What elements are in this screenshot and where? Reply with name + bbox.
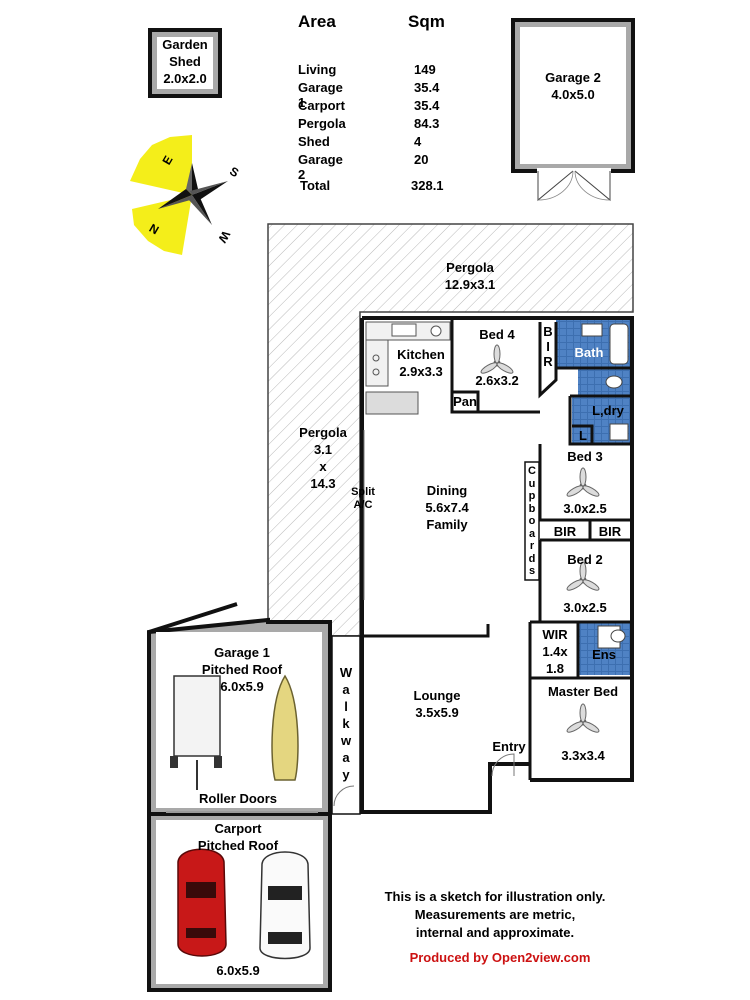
- garage2-size: 4.0x5.0: [551, 87, 595, 102]
- area-row-name: Shed: [298, 134, 330, 149]
- disclaimer-line: internal and approximate.: [415, 925, 575, 940]
- produced-by-link[interactable]: Produced by Open2view.com: [409, 950, 591, 965]
- lounge-label: Lounge: [413, 688, 461, 703]
- entry-label: Entry: [492, 739, 526, 754]
- split-ac-label: Split A/C: [351, 486, 375, 511]
- area-row-sqm: 84.3: [414, 116, 440, 131]
- disclaimer-line: Measurements are metric,: [414, 907, 576, 922]
- ceiling-fans: [480, 344, 600, 733]
- garden-shed-label: Garden Shed: [162, 37, 208, 69]
- area-row-sqm: 20: [414, 152, 429, 167]
- lounge-size: 3.5x5.9: [415, 705, 459, 720]
- laundry-l-label: L: [579, 428, 587, 443]
- area-row-sqm: 4: [414, 134, 422, 149]
- garage1-roof: Pitched Roof: [201, 662, 283, 677]
- pergola-top-size: 12.9x3.1: [444, 277, 496, 292]
- bir-top-label: B I R: [543, 324, 553, 369]
- total-sqm: 328.1: [411, 178, 444, 193]
- garage2-door-swing: [537, 170, 611, 202]
- walkway-label: W a l k w a y: [339, 665, 353, 782]
- cupboards-label: C u p b o a r d s: [528, 465, 536, 577]
- pergola-top-label: Pergola: [446, 260, 494, 275]
- garage1-label: Garage 1: [214, 645, 270, 660]
- disclaimer-notes: This is a sketch for illustration only. …: [370, 888, 620, 942]
- master-bed-label: Master Bed: [547, 684, 619, 699]
- bir-right-label: BIR: [598, 524, 622, 539]
- area-row-sqm: 149: [414, 62, 436, 77]
- bed4-label: Bed 4: [479, 327, 515, 342]
- sqm-header: Sqm: [408, 12, 445, 31]
- bed2-size: 3.0x2.5: [563, 600, 607, 615]
- bed3-size: 3.0x2.5: [563, 501, 607, 516]
- bir-left-label: BIR: [553, 524, 577, 539]
- wir-size: 1.4x 1.8: [542, 644, 568, 676]
- area-row-name: Garage 2: [298, 152, 343, 182]
- garden-shed-size: 2.0x2.0: [163, 71, 207, 86]
- bed4-size: 2.6x3.2: [475, 373, 519, 388]
- carport-label: Carport: [214, 821, 262, 836]
- dining-label: Dining: [426, 483, 468, 498]
- cupboards-box: [524, 461, 540, 581]
- garage2-label: Garage 2: [545, 70, 601, 85]
- kitchen-size: 2.9x3.3: [399, 364, 443, 379]
- white-car: [259, 851, 311, 960]
- dining-size: 5.6x7.4: [425, 500, 469, 515]
- wir-label: WIR: [542, 627, 568, 642]
- area-row-name: Living: [298, 62, 337, 77]
- roller-doors-label: Roller Doors: [198, 791, 277, 806]
- garage1-size: 6.0x5.9: [220, 679, 264, 694]
- kitchen-label: Kitchen: [397, 347, 445, 362]
- laundry-label: L,dry: [592, 403, 624, 418]
- area-row-name: Carport: [298, 98, 345, 113]
- red-car: [177, 848, 227, 957]
- compass-icon: [130, 135, 228, 255]
- boat: [271, 674, 299, 781]
- area-row-name: Garage 1: [298, 80, 343, 110]
- pergola-side-label: Pergola 3.1 x 14.3: [299, 425, 347, 491]
- bed3-label: Bed 3: [567, 449, 603, 464]
- walkway-strip: [331, 635, 361, 815]
- dining-family: Family: [426, 517, 468, 532]
- area-row-sqm: 35.4: [414, 98, 440, 113]
- carport-roof: Pitched Roof: [197, 838, 279, 853]
- area-row-name: Pergola: [298, 116, 346, 131]
- ens-label: Ens: [592, 647, 616, 662]
- pan-label: Pan: [453, 394, 477, 409]
- carport-size: 6.0x5.9: [216, 963, 260, 978]
- bath-label: Bath: [574, 345, 604, 360]
- bed2-label: Bed 2: [567, 552, 603, 567]
- disclaimer-line: This is a sketch for illustration only.: [384, 889, 606, 904]
- area-row-sqm: 35.4: [414, 80, 440, 95]
- total-label: Total: [300, 178, 331, 193]
- area-header: Area: [298, 12, 336, 31]
- trailer: [173, 675, 221, 757]
- master-bed-size: 3.3x3.4: [561, 748, 605, 763]
